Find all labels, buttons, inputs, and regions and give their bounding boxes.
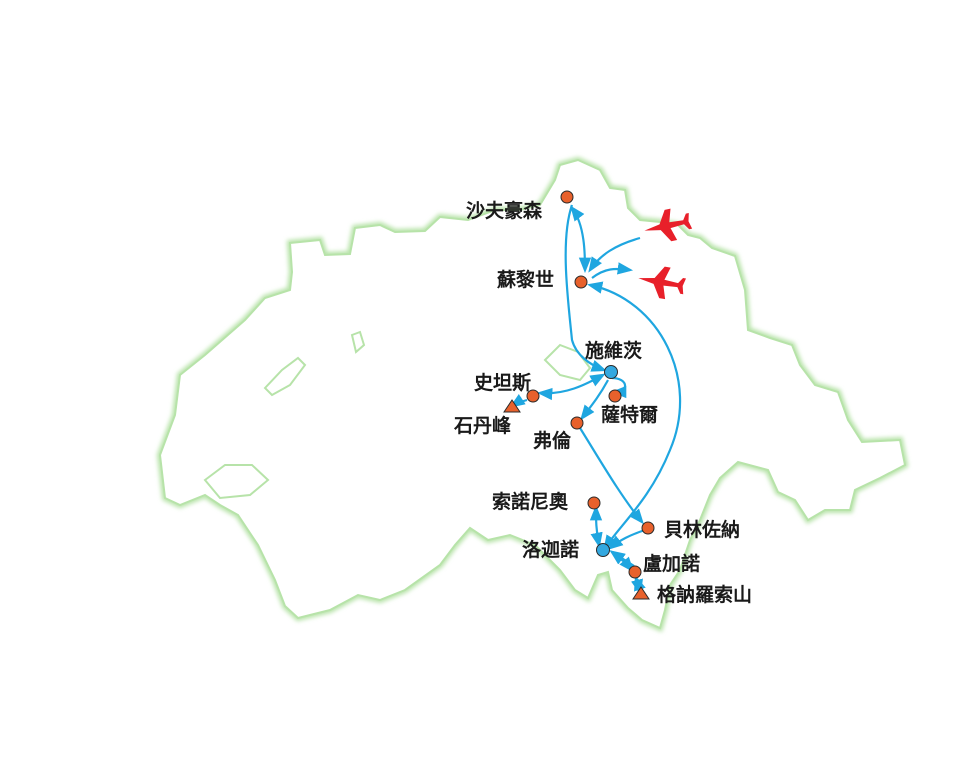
route-zurich-plane	[591, 262, 634, 279]
lake-geneva	[203, 464, 270, 500]
city-marker-lugano	[628, 565, 642, 579]
label-generoso: 格訥羅索山	[657, 583, 752, 606]
label-schwyz: 施維茨	[585, 339, 642, 362]
route-bellinzona-locarno	[607, 528, 646, 550]
city-marker-stans	[526, 389, 540, 403]
label-locarno: 洛迦諾	[522, 538, 579, 561]
hub-marker-locarno	[596, 543, 610, 557]
airplane-icon	[644, 208, 693, 242]
mountain-marker-stanserhorn	[503, 399, 521, 413]
route-locarno-sonogno	[589, 504, 603, 549]
cities	[503, 190, 655, 600]
route-zurich-locarno	[586, 281, 682, 551]
airplane-icon	[638, 266, 687, 300]
city-marker-sonogno	[587, 496, 601, 510]
city-marker-schaffhausen	[560, 190, 574, 204]
label-zurich: 蘇黎世	[496, 269, 554, 291]
mountain-marker-generoso	[632, 586, 650, 600]
label-bellinzona: 貝林佐納	[664, 518, 740, 541]
city-marker-bellinzona	[641, 521, 655, 535]
routes	[509, 204, 682, 595]
lake-small	[350, 330, 366, 354]
label-lugano: 盧加諾	[643, 552, 700, 575]
city-marker-sattel	[608, 389, 622, 403]
route-plane-zurich	[588, 236, 641, 273]
route-locarno-lugano-2	[609, 550, 635, 567]
label-flueli: 弗倫	[533, 429, 572, 452]
route-schaffhausen-zurich	[570, 205, 592, 274]
hub-marker-schwyz	[604, 365, 618, 379]
city-marker-zurich	[574, 275, 588, 289]
place-labels: 沙夫豪森 蘇黎世 施維茨 史坦斯 石丹峰 薩特爾 弗倫 索諾尼奧 貝林佐納 洛迦…	[453, 199, 752, 606]
label-sonogno: 索諾尼奧	[492, 490, 569, 513]
city-marker-flueli	[570, 416, 584, 430]
label-stans: 史坦斯	[474, 371, 531, 394]
label-schaffhausen: 沙夫豪森	[466, 199, 543, 222]
lake-neuchatel	[263, 356, 307, 397]
label-stanserhorn: 石丹峰	[453, 414, 512, 437]
label-sattel: 薩特爾	[601, 404, 658, 426]
